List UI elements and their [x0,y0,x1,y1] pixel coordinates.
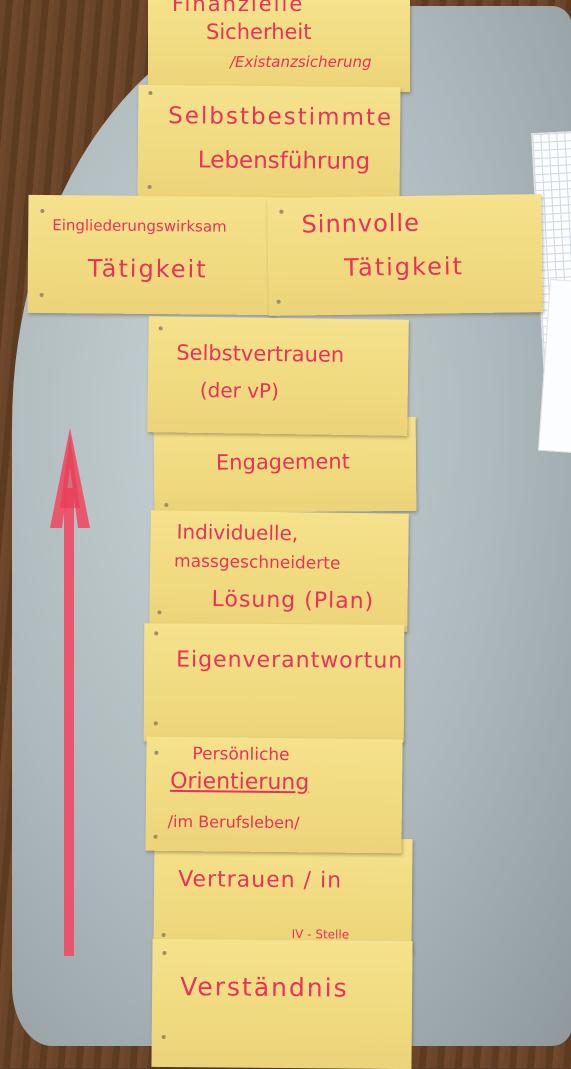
card-hole [161,1034,166,1039]
upward-arrow [50,428,90,956]
card-text-line: Tätigkeit [343,252,465,282]
card-hole [158,326,163,331]
card-hole [161,932,166,937]
card-individuelle-loesung: Individuelle, massgeschneiderte Lösung (… [149,510,409,632]
card-text-line: Selbstvertrauen [176,340,345,367]
card-vertrauen: Vertrauen / in IV - Stelle [153,836,413,952]
card-text-line: Finanzielle [172,0,305,16]
card-hole [148,90,153,95]
card-hole [276,299,281,304]
card-text-line: /Existanzsicherung [230,53,372,71]
card-hole [153,834,158,839]
card-eingliederungswirksam-taetigkeit: Eingliederungswirksam Tätigkeit [27,194,277,316]
card-selbstbestimmte-lebensfuehrung: Selbstbestimmte Lebensführung [137,84,401,200]
card-text-line: Eingliederungswirksam [52,216,227,236]
card-hole [154,631,159,636]
card-text-line: Orientierung [170,768,310,796]
card-text-line: (der vP) [199,377,280,404]
card-text-line: Tätigkeit [87,254,208,284]
card-finanzielle-sicherheit: Finanzielle Sicherheit /Existanzsicherun… [148,0,410,92]
card-hole [154,750,159,755]
card-text-line: Engagement [215,449,351,475]
card-hole [164,503,169,508]
card-text-line: Eigenverantwortung [176,647,405,674]
card-text-line: Persönliche [192,744,290,766]
card-hole [153,721,158,726]
card-hole [162,950,167,955]
card-selbstvertrauen: Selbstvertrauen (der vP) [147,316,409,436]
card-hole [157,610,162,615]
card-text-line: Individuelle, [176,519,299,546]
card-hole [39,293,44,298]
card-hole [147,184,152,189]
card-text-line: Verständnis [180,972,349,1003]
card-sinnvolle-taetigkeit: Sinnvolle Tätigkeit [267,194,543,316]
card-text-line: Lösung (Plan) [211,587,375,615]
card-text-line: massgeschneiderte [173,551,341,574]
card-eigenverantwortung: Eigenverantwortung [143,623,405,743]
card-text-line: Sinnvolle [301,208,421,239]
card-hole [40,209,45,214]
card-text-line: Lebensführung [197,147,371,175]
card-text-line: Selbstbestimmte [168,103,394,132]
card-text-line: /im Berufsleben/ [167,811,300,833]
card-verstaendnis: Verständnis [151,938,413,1069]
card-text-line: Vertrauen / in [178,867,343,894]
card-hole [279,209,284,214]
card-text-line: Sicherheit [206,20,312,44]
card-persoenliche-orientierung: Persönliche Orientierung /im Berufsleben… [145,736,403,854]
